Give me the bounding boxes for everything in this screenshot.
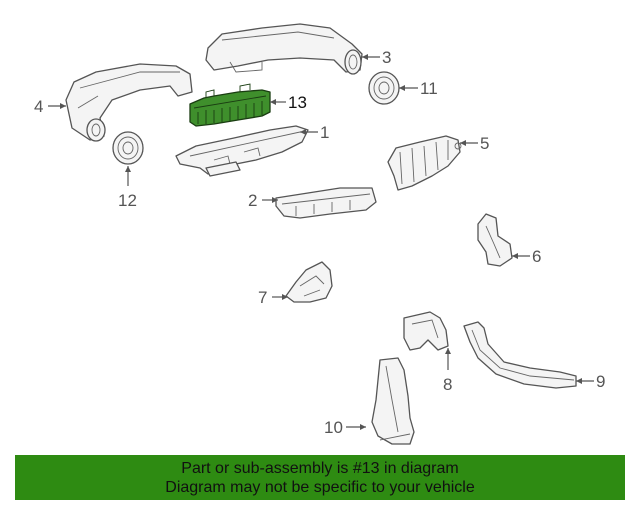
- info-banner: Part or sub-assembly is #13 in diagram D…: [15, 455, 625, 500]
- callout-11: 11: [420, 79, 438, 98]
- callout-9: 9: [596, 372, 605, 391]
- callout-6: 6: [532, 247, 541, 266]
- callout-1: 1: [320, 123, 329, 142]
- part-8-duct[interactable]: [403, 311, 449, 351]
- callout-12: 12: [118, 191, 137, 210]
- part-7-duct[interactable]: [285, 261, 333, 303]
- part-3-duct[interactable]: [205, 23, 363, 75]
- callout-7: 7: [258, 288, 267, 307]
- part-5-vent-housing[interactable]: [387, 135, 462, 191]
- part-2-lower-vent[interactable]: [275, 187, 377, 219]
- parts-diagram: 3 4 13 11 1 5 12 2 6 7 8 9 10: [34, 23, 605, 445]
- callout-2: 2: [248, 191, 257, 210]
- callout-8: 8: [443, 375, 452, 394]
- part-12-round-vent[interactable]: [112, 131, 144, 165]
- callout-3: 3: [382, 48, 391, 67]
- part-1-vent-bracket[interactable]: [175, 125, 309, 177]
- part-13-module[interactable]: [189, 83, 271, 127]
- part-11-round-vent[interactable]: [368, 71, 400, 105]
- callout-10: 10: [324, 418, 343, 437]
- banner-line-1: Part or sub-assembly is #13 in diagram: [181, 460, 459, 477]
- part-9-duct[interactable]: [463, 321, 577, 389]
- callout-13: 13: [288, 93, 307, 112]
- banner-line-2: Diagram may not be specific to your vehi…: [165, 479, 475, 496]
- part-6-bracket[interactable]: [477, 213, 513, 267]
- callout-4: 4: [34, 97, 43, 116]
- callout-5: 5: [480, 134, 489, 153]
- part-4-duct[interactable]: [65, 63, 193, 142]
- callout-leaders: [48, 54, 594, 430]
- part-10-duct[interactable]: [371, 357, 415, 445]
